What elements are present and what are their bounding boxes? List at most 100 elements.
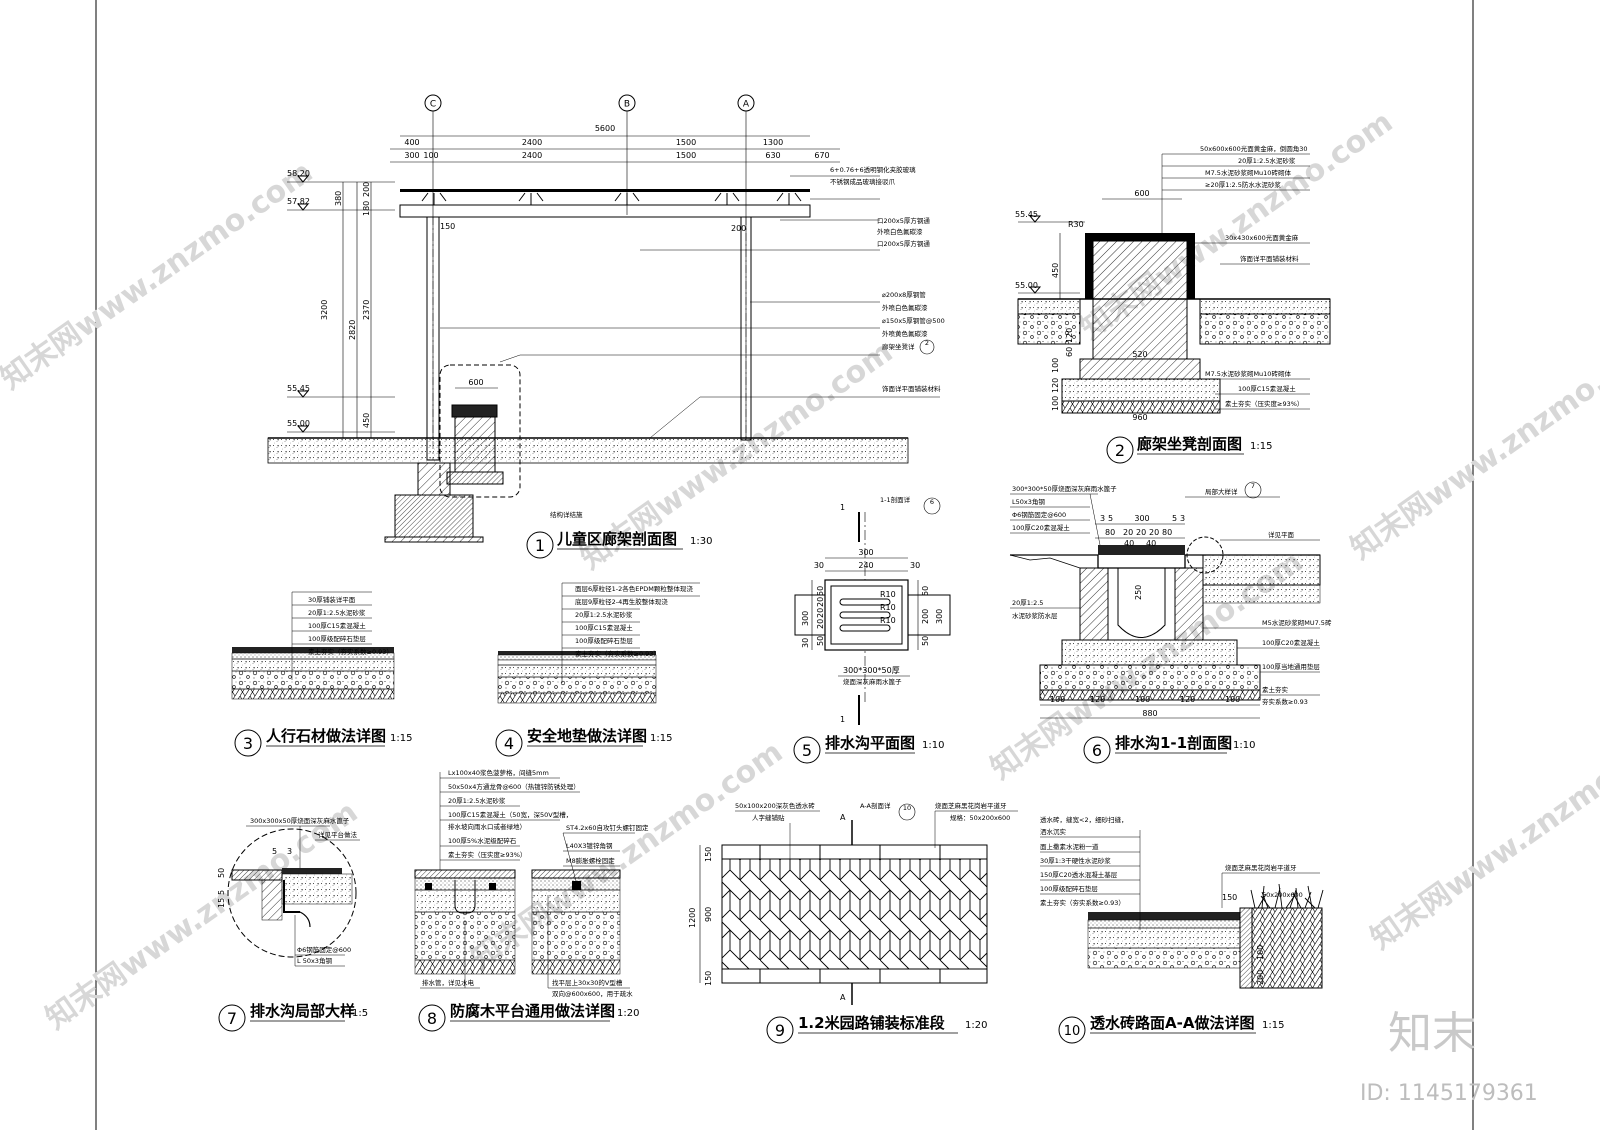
watermark-text: 知末网www.znzmo.com — [1365, 715, 1600, 957]
drain-cover — [824, 579, 909, 651]
herringbone-paving — [721, 858, 988, 970]
d4-note-1: 底层9厚粒径2-4再生胶整体现浇 — [575, 597, 668, 606]
level-markers: 58.20 57.82 55.45 55.00 380 200 180 3200… — [287, 169, 395, 438]
d2-dim-450: 450 — [1051, 263, 1060, 278]
bench-top-stone — [1085, 233, 1195, 241]
d2-dim-520: 520 — [1132, 350, 1147, 359]
d3-note-1: 20厚1:2.5水泥砂浆 — [308, 608, 366, 617]
d5-radius-1: R10 — [880, 603, 896, 612]
d5-dim-left-3: 20 — [816, 619, 825, 629]
d8-scale: 1:20 — [617, 1008, 639, 1019]
d6-dim-top-2: 300 — [1134, 514, 1149, 523]
d2-dim-960: 960 — [1132, 413, 1147, 422]
dim-top2-5: 670 — [814, 151, 829, 160]
d7-dim-3: 5 — [217, 890, 226, 895]
detail-1-pergola-section: C B A 5600 400 2400 1500 1300 300 100 24… — [267, 94, 945, 559]
d5-dim-top-3: 30 — [910, 561, 920, 570]
d8-note-3: 100厚C15素混凝土（50宽，深50V型槽， — [448, 810, 572, 819]
d4-note-5: 素土夯实（夯实系数≥0.93） — [575, 649, 660, 658]
dim-top2-2: 2400 — [522, 151, 542, 160]
d10-dim-1: 100 — [1256, 945, 1265, 960]
d2-dim-v2: 120 — [1051, 378, 1060, 393]
dim-top2-0: 300 — [404, 151, 419, 160]
d10-note-5: 100厚级配碎石垫层 — [1040, 884, 1098, 893]
detail-10-paving-section: 透水砖，缝宽<2，细砂扫缝， 洒水沉实 面上撒素水泥粉一道 30厚1:3干硬性水… — [1040, 815, 1324, 1044]
dim-top1-0: 400 — [404, 138, 419, 147]
d3-num: 3 — [243, 734, 253, 753]
d8-note-r1: L40X3镀锌角钢 — [566, 841, 613, 850]
d8-num: 8 — [427, 1009, 437, 1028]
vdim-2820: 2820 — [348, 320, 357, 340]
d5-title: 排水沟平面图 — [825, 734, 915, 752]
planting-soil — [1251, 907, 1323, 989]
d6-note-l5: 水泥砂浆防水层 — [1012, 611, 1058, 620]
d5-dim-top-2: 240 — [858, 561, 873, 570]
d6-dim-in-4: 80 — [1162, 528, 1172, 537]
axis-c: C — [424, 94, 442, 440]
d7-dim-0: 5 — [272, 847, 277, 856]
glass-clamp-group — [421, 192, 802, 205]
d4-title: 安全地垫做法详图 — [527, 727, 647, 745]
d9-dim-0: 150 — [704, 847, 713, 862]
d7-num: 7 — [227, 1009, 237, 1028]
d1-note-10: 饰面详平面铺装材料 — [882, 384, 941, 393]
d4-note-4: 100厚级配碎石垫层 — [575, 636, 633, 645]
d6-dim-top-4: 3 — [1180, 514, 1185, 523]
dim-top2-1: 100 — [423, 151, 438, 160]
level-55-45: 55.45 — [287, 384, 310, 393]
d2-level-0: 55.45 — [1015, 210, 1038, 219]
d6-dim-top-1: 5 — [1108, 514, 1113, 523]
bench-callout-box — [439, 364, 521, 498]
d2-dim-r30: R30 — [1068, 220, 1084, 229]
d4-note-3: 100厚C15素混凝土 — [575, 623, 633, 632]
d4-scale: 1:15 — [650, 733, 672, 744]
d6-dim-in-2: 20 — [1136, 528, 1146, 537]
d9-scale: 1:20 — [965, 1020, 987, 1031]
d6-dim-in-0: 80 — [1105, 528, 1115, 537]
d7-scale: 1:5 — [352, 1008, 368, 1019]
axis-c-label: C — [430, 100, 436, 110]
vdim-3200: 3200 — [320, 300, 329, 320]
dim-top2-3: 1500 — [676, 151, 696, 160]
d1-note-ref: 2 — [925, 339, 929, 347]
d2-dim-v4: 60 — [1065, 347, 1074, 357]
detail-6-drain-section: 100 120 100 120 100 880 250 3 5 300 5 3 … — [1009, 481, 1332, 764]
d7-note-1: 详见平台做法 — [318, 830, 358, 839]
vdim-200: 200 — [362, 182, 371, 197]
d9-section-bottom: A — [840, 993, 846, 1002]
d2-note-5: 饰面详平面铺装材料 — [1240, 254, 1299, 263]
detail-1-notes: 6+0.76+6透明钢化夹胶玻璃 不锈钢成品玻璃接驳爪 口200x5厚方钢通 外… — [440, 165, 945, 519]
d6-dim-depth: 250 — [1134, 585, 1143, 600]
d10-note-1: 洒水沉实 — [1040, 827, 1067, 836]
d7-dim-2: 50 — [217, 868, 226, 878]
d2-scale: 1:15 — [1250, 441, 1272, 452]
d9-note-0: 50x100x200深灰色透水砖 — [735, 801, 815, 810]
d5-dim-left-1: 20 — [816, 597, 825, 607]
detail-8-timber-deck: Lx100x40浆色菠萝格，间缝5mm 50x50x4方通龙骨@600（热镀锌防… — [414, 768, 649, 1032]
d2-dim-v5: 120 — [1065, 328, 1074, 343]
d7-note-0: 300x300x50厚烧面深灰麻水篦子 — [250, 816, 350, 825]
d6-dim-bot-4: 100 — [1225, 695, 1240, 704]
d5-section-top: 1 — [840, 503, 845, 512]
d10-title: 透水砖路面A-A做法详图 — [1090, 1014, 1254, 1032]
d9-section-top: A — [840, 813, 846, 822]
d3-scale: 1:15 — [390, 733, 412, 744]
dim-top1-2: 1500 — [676, 138, 696, 147]
d6-title: 排水沟1-1剖面图 — [1115, 734, 1232, 752]
d6-note-r5: 素土夯实 — [1262, 685, 1289, 694]
d2-note-4: 30x430x600光面黄金麻 — [1225, 233, 1299, 242]
d5-dim-top-1: 30 — [814, 561, 824, 570]
d3-note-4: 素土夯实（夯实系数≥0.93） — [308, 647, 393, 656]
d7-note-2: Φ6钢筋固定@600 — [297, 945, 351, 954]
d6-dim-bot-0: 100 — [1050, 695, 1065, 704]
d5-dim-left-0: 50 — [816, 586, 825, 596]
d3-title: 人行石材做法详图 — [266, 727, 386, 745]
detail-9-paving-plan: A A A-A剖面详 10 50x100x200深灰色透水砖 人字缝铺贴 烧面芝… — [688, 801, 1018, 1044]
d1-note-4: 口200x5厚方钢通 — [877, 239, 930, 248]
d8-note-4: 排水坡向雨水口或者绿地） — [448, 822, 526, 831]
image-id: ID: 1145179361 — [1360, 1081, 1538, 1106]
detail-2-notes: 50x600x600光面黄金麻，倒圆角30 20厚1:2.5水泥砂浆 M7.5水… — [1161, 144, 1310, 410]
d2-note-0: 50x600x600光面黄金麻，倒圆角30 — [1200, 144, 1308, 153]
d6-note-r1: 详见平面 — [1268, 530, 1295, 539]
